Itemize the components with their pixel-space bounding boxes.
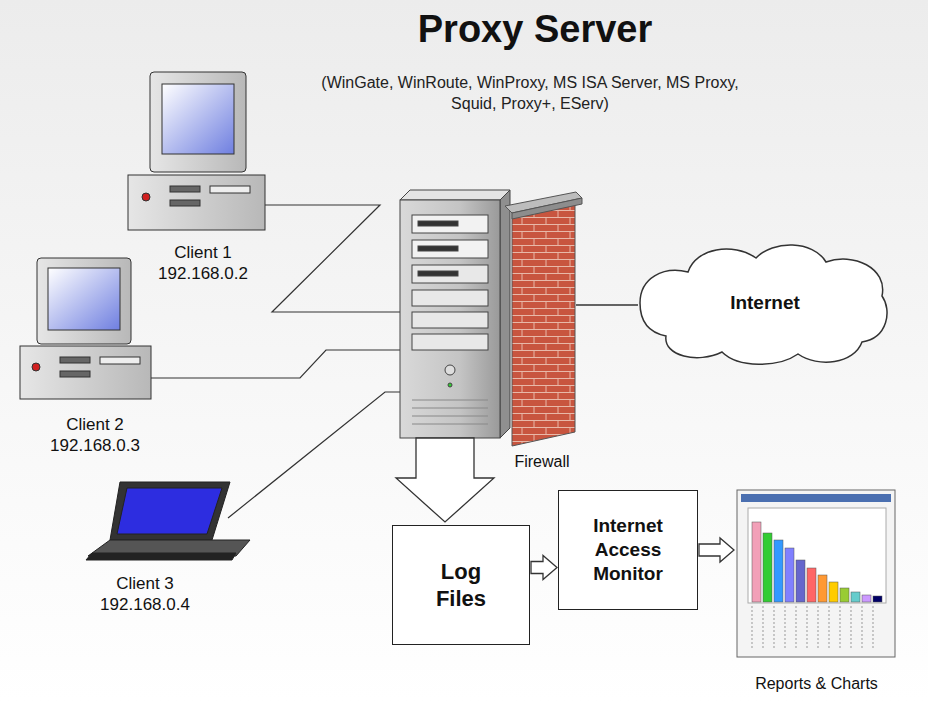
- flow-arrow: [531, 556, 557, 580]
- laptop-computer: [86, 482, 250, 560]
- firewall: Firewall: [500, 196, 584, 472]
- node-label: Client 1 192.168.0.2: [148, 242, 258, 285]
- client-computer: Client 1 192.168.0.2: [118, 62, 288, 284]
- node-label: Firewall: [514, 452, 569, 472]
- internet-cloud: Internet: [638, 238, 892, 368]
- node-label: Client 2 192.168.0.3: [40, 414, 150, 457]
- subtitle-note: (WinGate, WinRoute, WinProxy, MS ISA Ser…: [300, 72, 760, 114]
- report-chart-image: [737, 490, 895, 657]
- node-label: Internet: [730, 291, 800, 315]
- log-files-box: Log Files: [392, 525, 530, 645]
- desktop-computer: [20, 258, 151, 399]
- node-label: Reports & Charts: [755, 674, 878, 694]
- firewall-wall: [505, 192, 582, 446]
- client-computer: Client 3 192.168.0.4: [70, 470, 220, 615]
- server-tower: [400, 190, 510, 438]
- flow-arrow: [699, 538, 734, 562]
- flow-arrow: [396, 438, 494, 522]
- node-label: Internet Access Monitor: [568, 514, 688, 585]
- network-link: [576, 304, 638, 305]
- client-computer: Client 2 192.168.0.3: [10, 250, 180, 456]
- monitor-box: Internet Access Monitor: [558, 490, 698, 610]
- node-label: Log Files: [426, 558, 496, 613]
- reports-charts: Reports & Charts: [735, 488, 898, 694]
- title: Proxy Server: [330, 8, 740, 51]
- desktop-computer: [128, 72, 265, 230]
- node-label: Client 3 192.168.0.4: [90, 573, 200, 616]
